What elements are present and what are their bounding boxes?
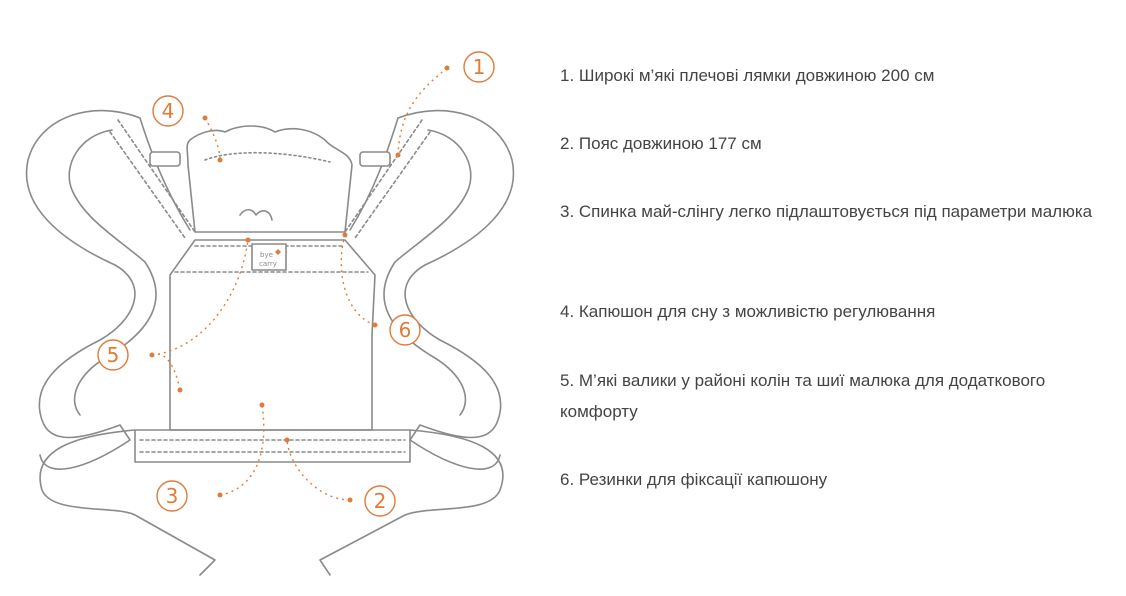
baby-carrier-diagram: bye carry 1 2 3 4 5 6: [25, 51, 515, 576]
feature-item: 4. Капюшон для сну з можливістю регулюва…: [560, 302, 936, 321]
callout-6: [389, 314, 421, 346]
callout-4: [152, 95, 184, 127]
waist-belt: [39, 429, 504, 576]
right-buckle-icon: [359, 151, 391, 167]
brand-label: [251, 243, 287, 271]
svg-text:carry: carry: [259, 260, 277, 268]
hood: [186, 125, 353, 233]
callout-5: [97, 339, 129, 371]
callout-4-label: 4: [162, 99, 175, 123]
callout-1-label: 1: [473, 55, 486, 79]
feature-item: 3. Спинка май-слінгу легко підлаштовуєть…: [560, 202, 1093, 221]
callout-3-label: 3: [166, 484, 179, 508]
feature-item: 1. Широкі м’які плечові лямки довжиною 2…: [560, 66, 935, 85]
svg-text:bye: bye: [260, 251, 273, 259]
callout-6-label: 6: [399, 318, 412, 342]
feature-list: 1. Широкі м’які плечові лямки довжиною 2…: [560, 0, 1120, 596]
callout-3: [156, 480, 188, 512]
callout-2-label: 2: [374, 489, 387, 513]
feature-item: 5. М’які валики у районі колін та шиї ма…: [560, 371, 1046, 421]
callout-2: [364, 485, 396, 517]
callout-1: [463, 51, 495, 83]
feature-item: 2. Пояс довжиною 177 см: [560, 134, 762, 153]
left-buckle-icon: [149, 151, 181, 167]
callout-5-label: 5: [107, 343, 120, 367]
left-shoulder-strap: [25, 109, 191, 470]
feature-item: 6. Резинки для фіксації капюшону: [560, 470, 828, 489]
